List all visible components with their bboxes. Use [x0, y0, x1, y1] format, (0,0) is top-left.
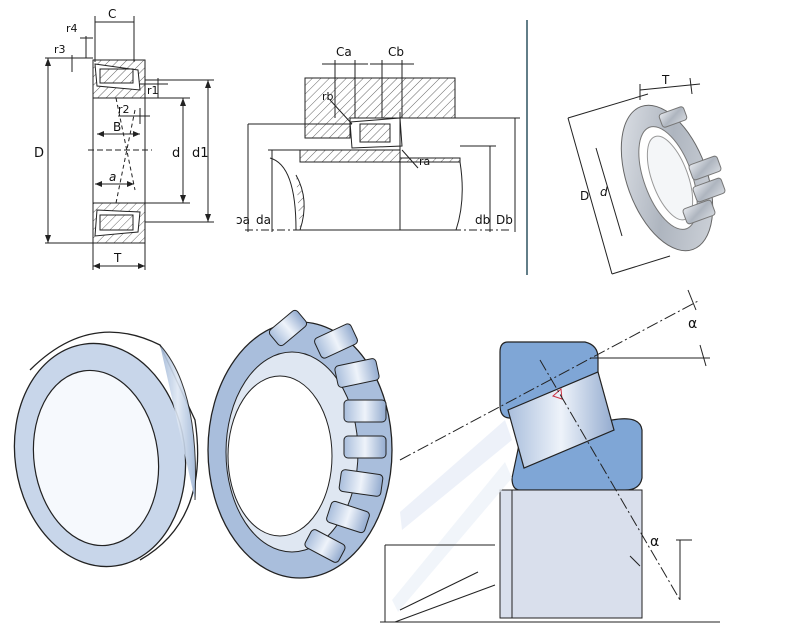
fig1-upper-section: [92, 59, 160, 99]
fig1-label-D: D: [34, 146, 44, 161]
fig1-label-r2: r2: [118, 103, 130, 116]
fig1-label-T: T: [113, 251, 122, 265]
fig2-label-ra: ra: [419, 155, 430, 168]
fig2-label-da: da: [256, 213, 271, 227]
fig2-label-Da: ɔa: [236, 213, 250, 227]
fig1-label-a: a: [109, 170, 116, 184]
fig3-label-T: T: [661, 73, 670, 87]
fig2-label-rb: rb: [322, 90, 334, 103]
fig1-label-d1: d1: [192, 146, 209, 161]
fig1-lower-section: [92, 202, 146, 244]
fig1-label-r1: r1: [147, 84, 159, 97]
fig2-label-Cb: Cb: [388, 45, 404, 59]
fig1-label-B: B: [113, 120, 121, 134]
fig3-label-d: d: [600, 185, 608, 199]
fig3-label-D: D: [580, 189, 589, 203]
fig2-mounting-drawing: Ca Cb rb ra ɔa da db Db: [236, 45, 520, 232]
fig3-rollers: [658, 106, 726, 225]
fig3-bearing-3d: D d T: [567, 73, 726, 275]
fig2-label-db: db: [475, 213, 490, 227]
fig4-cup: [13, 331, 199, 568]
fig4-section: α α: [380, 289, 720, 623]
fig1-label-r4: r4: [66, 22, 78, 35]
fig2-label-Ca: Ca: [336, 45, 352, 59]
fig1-label-r3: r3: [54, 43, 66, 56]
fig1-dimension-drawing: D C r4 r3 r1 r2 B a: [34, 7, 214, 270]
fig4-label-alpha-top: α: [688, 316, 697, 332]
fig4-rollers: [268, 309, 387, 563]
fig4-label-alpha-bottom: α: [650, 534, 659, 550]
fig1-label-d: d: [172, 146, 180, 161]
fig4-cone-with-rollers: [207, 309, 393, 579]
fig1-label-C: C: [108, 7, 116, 21]
fig2-label-Db: Db: [496, 213, 513, 227]
